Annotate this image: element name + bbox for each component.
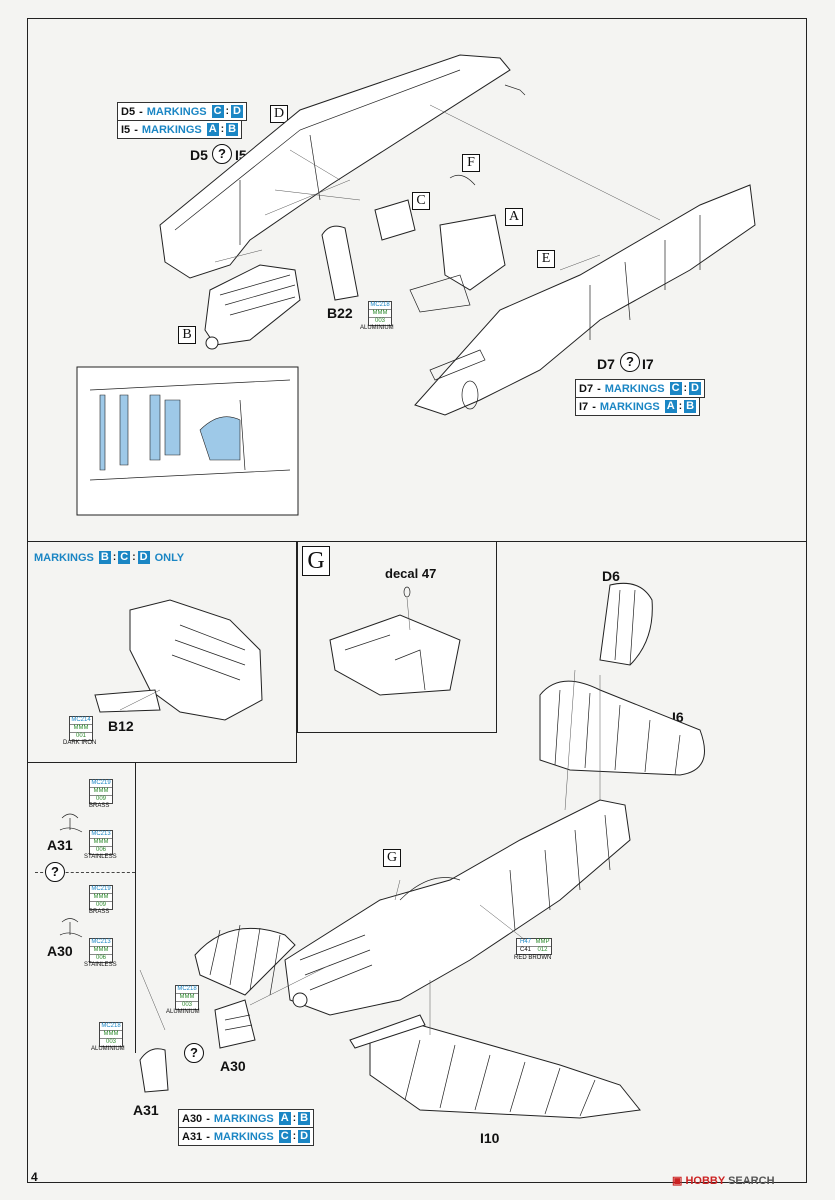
color-name-aluminium: ALUMINIUM bbox=[91, 1046, 125, 1052]
box-label-g-large: G bbox=[302, 546, 330, 576]
box-label-d: D bbox=[270, 105, 288, 123]
part-a31: A31 bbox=[133, 1102, 159, 1118]
box-label-e: E bbox=[537, 250, 555, 268]
marking-letter: B bbox=[684, 400, 697, 413]
part-a30-top: A30 bbox=[47, 943, 73, 959]
part-a31-top: A31 bbox=[47, 837, 73, 853]
label-d7: D7 bbox=[597, 356, 615, 372]
label-d6: D6 bbox=[602, 568, 620, 584]
question-icon: ? bbox=[620, 352, 640, 372]
question-icon: ? bbox=[45, 862, 65, 882]
box-label-c: C bbox=[412, 192, 430, 210]
color-chip-a31-brass: MC219 MMM 009 bbox=[89, 779, 113, 804]
marking-letter: C bbox=[118, 551, 131, 564]
decal-label: decal 47 bbox=[385, 566, 437, 581]
markings-row-a30: A30- MARKINGS A: B bbox=[178, 1109, 315, 1128]
markings-row-d7: D7- MARKINGS C: D bbox=[575, 379, 705, 398]
box-label-g: G bbox=[383, 849, 401, 867]
marking-letter: D bbox=[298, 1130, 311, 1143]
marking-letter: C bbox=[669, 382, 682, 395]
label-i5: I5 bbox=[235, 147, 247, 163]
color-name-b22: ALUMINIUM bbox=[360, 325, 394, 331]
markings-row-i7: I7- MARKINGS A: B bbox=[575, 397, 701, 416]
marking-letter: B bbox=[298, 1112, 311, 1125]
inset-box-g bbox=[297, 541, 497, 733]
label-d5: D5 bbox=[190, 147, 208, 163]
left-column-divider bbox=[135, 763, 136, 1053]
markings-row-d5: D5- MARKINGS C: D bbox=[117, 102, 247, 121]
inset-box-bcd bbox=[27, 541, 297, 763]
color-chip-a31-stainless: MC213 MMM 006 bbox=[89, 830, 113, 855]
part-b12: B12 bbox=[108, 718, 134, 734]
part-a30: A30 bbox=[220, 1058, 246, 1074]
marking-letter: A bbox=[664, 400, 677, 413]
box-label-b: B bbox=[178, 326, 196, 344]
middle-drawings bbox=[94, 582, 705, 811]
box-label-f: F bbox=[462, 154, 480, 172]
camera-icon: ▣ bbox=[672, 1175, 683, 1187]
color-name-stainless: STAINLESS bbox=[84, 854, 117, 860]
markings-row-bcd: MARKINGS B: C: D ONLY bbox=[34, 551, 185, 564]
color-chip-a30-stainless: MC213 MMM 006 bbox=[89, 938, 113, 963]
color-chip-aluminium-1: MC218 MMM 003 bbox=[175, 985, 199, 1010]
color-name-b12: DARK IRON bbox=[63, 740, 97, 746]
label-i10: I10 bbox=[480, 1130, 500, 1146]
markings-row-i5: I5- MARKINGS A: B bbox=[117, 120, 243, 139]
marking-letter: C bbox=[278, 1130, 291, 1143]
color-name-red-brown: RED BROWN bbox=[514, 955, 552, 961]
question-icon: ? bbox=[184, 1043, 204, 1063]
label-i7: I7 bbox=[642, 356, 654, 372]
marking-letter: D bbox=[230, 105, 243, 118]
color-chip-aluminium-2: MC218 MMM 003 bbox=[99, 1022, 123, 1047]
color-name-brass: BRASS bbox=[89, 803, 110, 809]
marking-letter: B bbox=[226, 123, 239, 136]
box-label-a: A bbox=[505, 208, 523, 226]
color-chip-b12: MC214 MMM 001 bbox=[69, 716, 93, 741]
part-b22: B22 bbox=[327, 305, 353, 321]
marking-letter: D bbox=[688, 382, 701, 395]
markings-row-a31: A31- MARKINGS C: D bbox=[178, 1127, 315, 1146]
page-number: 4 bbox=[31, 1170, 38, 1184]
color-name-brass: BRASS bbox=[89, 909, 110, 915]
fuselage-exploded-drawing bbox=[76, 54, 756, 516]
color-chip-b22: MC218 MMM 003 bbox=[368, 301, 392, 326]
color-name-aluminium: ALUMINIUM bbox=[166, 1009, 200, 1015]
watermark: ▣ HOBBY SEARCH bbox=[672, 1175, 775, 1187]
color-chip-a30-brass: MC219 MMM 009 bbox=[89, 885, 113, 910]
marking-letter: B bbox=[98, 551, 111, 564]
question-icon: ? bbox=[212, 144, 232, 164]
dashed-separator bbox=[35, 872, 135, 873]
marking-letter: D bbox=[137, 551, 150, 564]
marking-letter: A bbox=[278, 1112, 291, 1125]
marking-letter: A bbox=[206, 123, 219, 136]
label-i6: I6 bbox=[672, 709, 684, 725]
marking-letter: C bbox=[211, 105, 224, 118]
color-name-stainless: STAINLESS bbox=[84, 962, 117, 968]
